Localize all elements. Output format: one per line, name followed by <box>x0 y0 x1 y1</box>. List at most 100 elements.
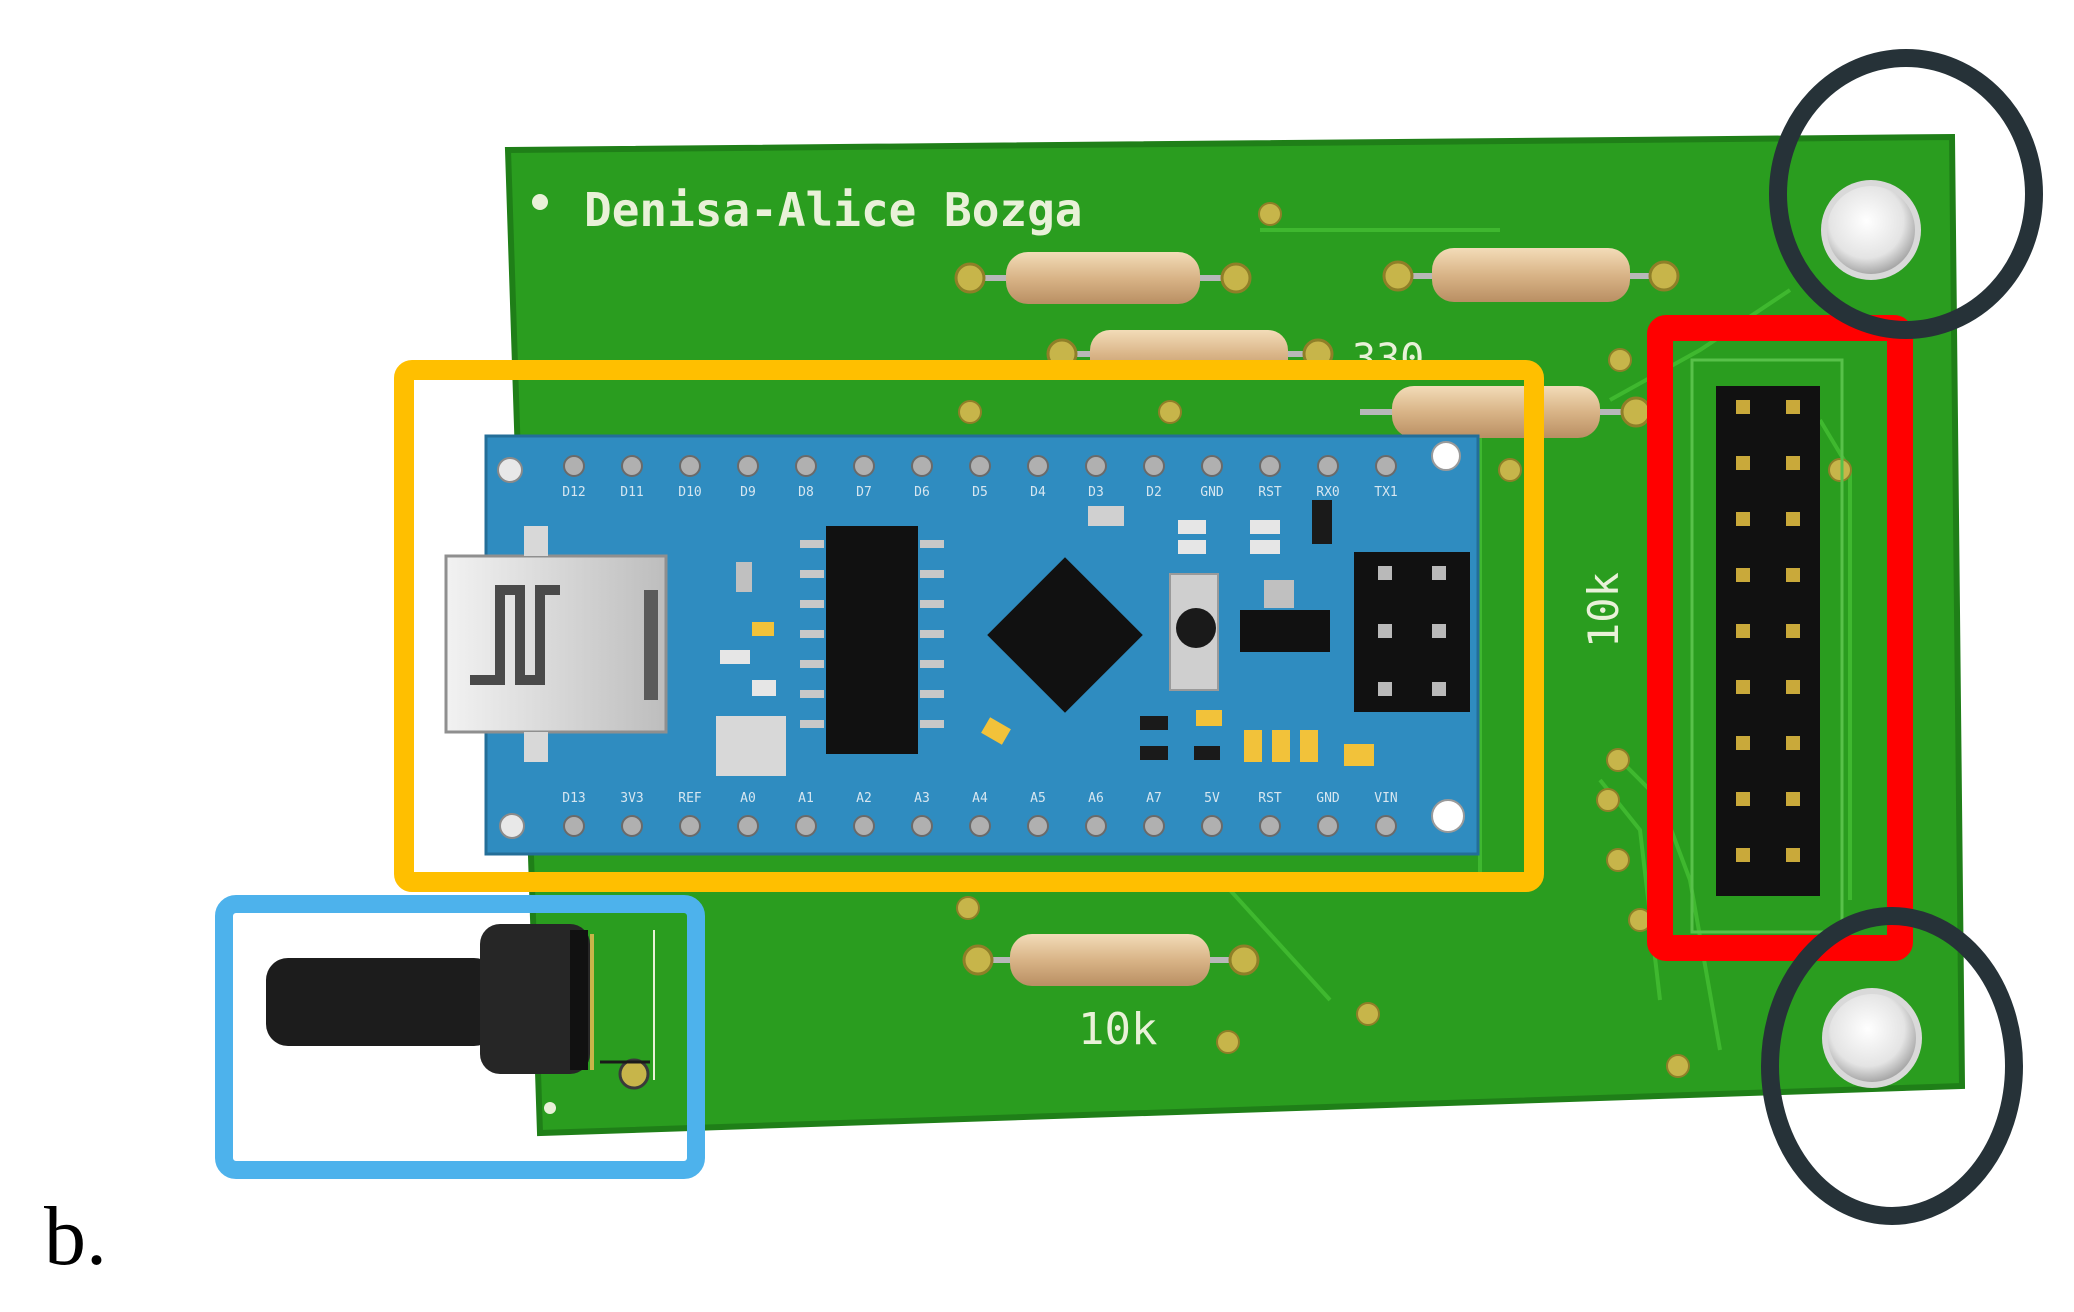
usb-connector <box>444 554 668 734</box>
arduino-pin-label: D6 <box>914 485 930 500</box>
arduino-pin-label: A2 <box>856 791 872 806</box>
header-pin <box>1736 624 1750 638</box>
arduino-pin-label: D12 <box>562 485 585 500</box>
arduino-pin <box>621 815 643 837</box>
arduino-pin <box>1317 455 1339 477</box>
resistor-label-bottom: 10k <box>1078 1004 1157 1055</box>
arduino-pin <box>969 455 991 477</box>
arduino-pin <box>679 815 701 837</box>
arduino-pin <box>853 455 875 477</box>
arduino-pin <box>795 815 817 837</box>
arduino-pin <box>1317 815 1339 837</box>
arduino-pin <box>563 455 585 477</box>
arduino-pin-label: RST <box>1258 485 1282 500</box>
header-pin <box>1786 400 1800 414</box>
arduino-pin <box>679 455 701 477</box>
microcontroller-chip <box>987 557 1143 713</box>
arduino-pin <box>1375 455 1397 477</box>
header-pin <box>1786 512 1800 526</box>
arduino-pin-label: 3V3 <box>620 791 643 806</box>
arduino-pin <box>911 815 933 837</box>
arduino-highlight-box <box>394 360 1544 892</box>
header-pin <box>1786 792 1800 806</box>
mounting-hole-circle-bottom <box>1761 907 2023 1225</box>
arduino-pin <box>1201 815 1223 837</box>
arduino-pin <box>1085 455 1107 477</box>
author-silkscreen: Denisa-Alice Bozga <box>584 183 1083 237</box>
header-pin <box>1736 848 1750 862</box>
arduino-pin <box>621 455 643 477</box>
arduino-pin-label: D9 <box>740 485 756 500</box>
resistor-label-right: 10k <box>1579 572 1628 648</box>
header-pin <box>1736 736 1750 750</box>
arduino-pin-label: A7 <box>1146 791 1162 806</box>
arduino-pin <box>1259 815 1281 837</box>
icsp-header <box>1354 552 1470 712</box>
potentiometer <box>266 924 655 1114</box>
arduino-pin <box>1201 455 1223 477</box>
arduino-pin-label: A1 <box>798 791 814 806</box>
arduino-pin-label: D5 <box>972 485 988 500</box>
pin-header-2x9 <box>1690 358 1844 934</box>
header-highlight-box <box>1647 315 1913 961</box>
resistor-top-left <box>954 252 1252 304</box>
mounting-hole-top <box>1821 180 1921 280</box>
arduino-pin <box>737 455 759 477</box>
arduino-pin <box>969 815 991 837</box>
arduino-pin <box>563 815 585 837</box>
arduino-pin-label: D7 <box>856 485 872 500</box>
header-pin <box>1736 400 1750 414</box>
header-pins <box>1736 400 1800 862</box>
arduino-pin-label: A5 <box>1030 791 1046 806</box>
board-pads <box>956 202 1852 1078</box>
arduino-pin-label: VIN <box>1374 791 1397 806</box>
header-pin <box>1736 512 1750 526</box>
arduino-pin-label: D11 <box>620 485 643 500</box>
arduino-pin <box>1259 455 1281 477</box>
arduino-pin-label: D2 <box>1146 485 1162 500</box>
header-pin <box>1736 680 1750 694</box>
header-pin <box>1786 624 1800 638</box>
arduino-pin-label: GND <box>1200 485 1224 500</box>
resistor-right-partial <box>1360 386 1652 438</box>
arduino-pin <box>737 815 759 837</box>
arduino-pin <box>853 815 875 837</box>
arduino-pin-label: GND <box>1316 791 1340 806</box>
arduino-pin-label: RST <box>1258 791 1282 806</box>
arduino-pin-label: D10 <box>678 485 701 500</box>
arduino-pin <box>1143 815 1165 837</box>
arduino-pin-label: D3 <box>1088 485 1104 500</box>
header-pin <box>1786 568 1800 582</box>
arduino-pin-label: A4 <box>972 791 988 806</box>
arduino-pin <box>795 455 817 477</box>
silk-dot <box>532 194 548 210</box>
arduino-pin <box>1027 455 1049 477</box>
arduino-pin-label: D8 <box>798 485 814 500</box>
arduino-pin-label: A6 <box>1088 791 1104 806</box>
header-pin <box>1736 568 1750 582</box>
panel-label: b. <box>44 1190 107 1283</box>
header-pin <box>1786 848 1800 862</box>
arduino-pin-label: 5V <box>1204 791 1220 806</box>
arduino-pin-label: A3 <box>914 791 930 806</box>
arduino-pin-label: D4 <box>1030 485 1046 500</box>
resistor-bottom <box>962 934 1260 986</box>
arduino-pin <box>1143 455 1165 477</box>
arduino-pin <box>911 455 933 477</box>
arduino-pin-label: A0 <box>740 791 756 806</box>
arduino-pin <box>1085 815 1107 837</box>
reset-button <box>1176 608 1216 648</box>
header-pin <box>1736 792 1750 806</box>
arduino-pin-label: RX0 <box>1316 485 1339 500</box>
mounting-hole-bottom <box>1822 988 1922 1088</box>
arduino-pin <box>1375 815 1397 837</box>
header-pin <box>1736 456 1750 470</box>
resistor-top-right <box>1382 248 1680 302</box>
header-pin <box>1786 736 1800 750</box>
arduino-pin-label: REF <box>678 791 702 806</box>
header-pin <box>1786 456 1800 470</box>
